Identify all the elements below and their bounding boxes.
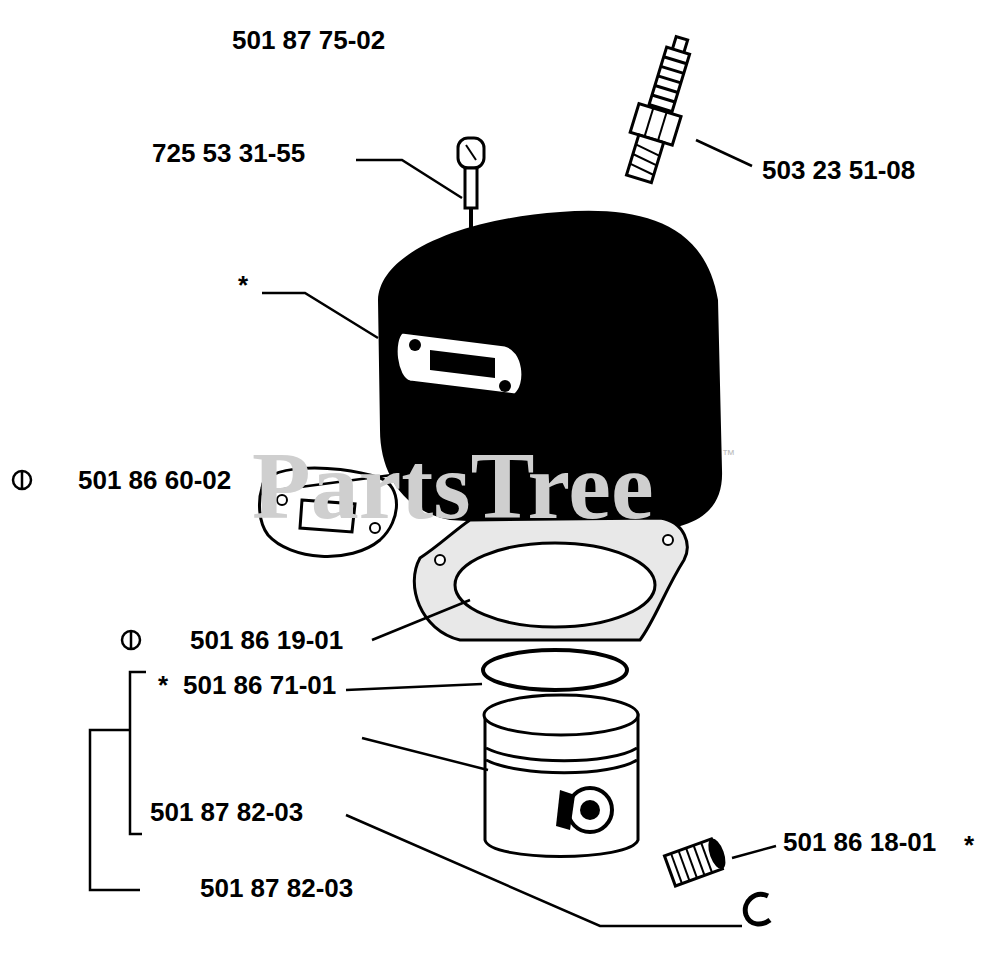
part-number: 503 23 51-08 — [762, 157, 915, 183]
asterisk-mark: * — [158, 672, 168, 698]
circled-one-symbol — [13, 471, 140, 649]
asterisk-mark: * — [238, 272, 248, 298]
part-number: 501 86 18-01 — [783, 829, 936, 855]
part-number: 501 86 71-01 — [183, 672, 336, 698]
part-number: 501 87 82-03 — [200, 875, 353, 901]
spark-plug — [618, 32, 703, 185]
asterisk-mark: * — [964, 832, 974, 858]
piston — [484, 695, 638, 857]
piston-ring — [483, 650, 627, 690]
circlip — [745, 894, 770, 924]
part-number: 501 86 60-02 — [78, 467, 231, 493]
part-number: 725 53 31-55 — [152, 140, 305, 166]
part-number: 501 87 82-03 — [150, 799, 303, 825]
watermark: PartsTree — [252, 438, 654, 534]
cylinder-base-gasket — [414, 518, 687, 640]
part-number: 501 87 75-02 — [232, 27, 385, 53]
needle-bearing — [664, 836, 729, 886]
trademark: ™ — [722, 448, 735, 461]
part-number: 501 86 19-01 — [190, 627, 343, 653]
bracket — [90, 672, 146, 890]
